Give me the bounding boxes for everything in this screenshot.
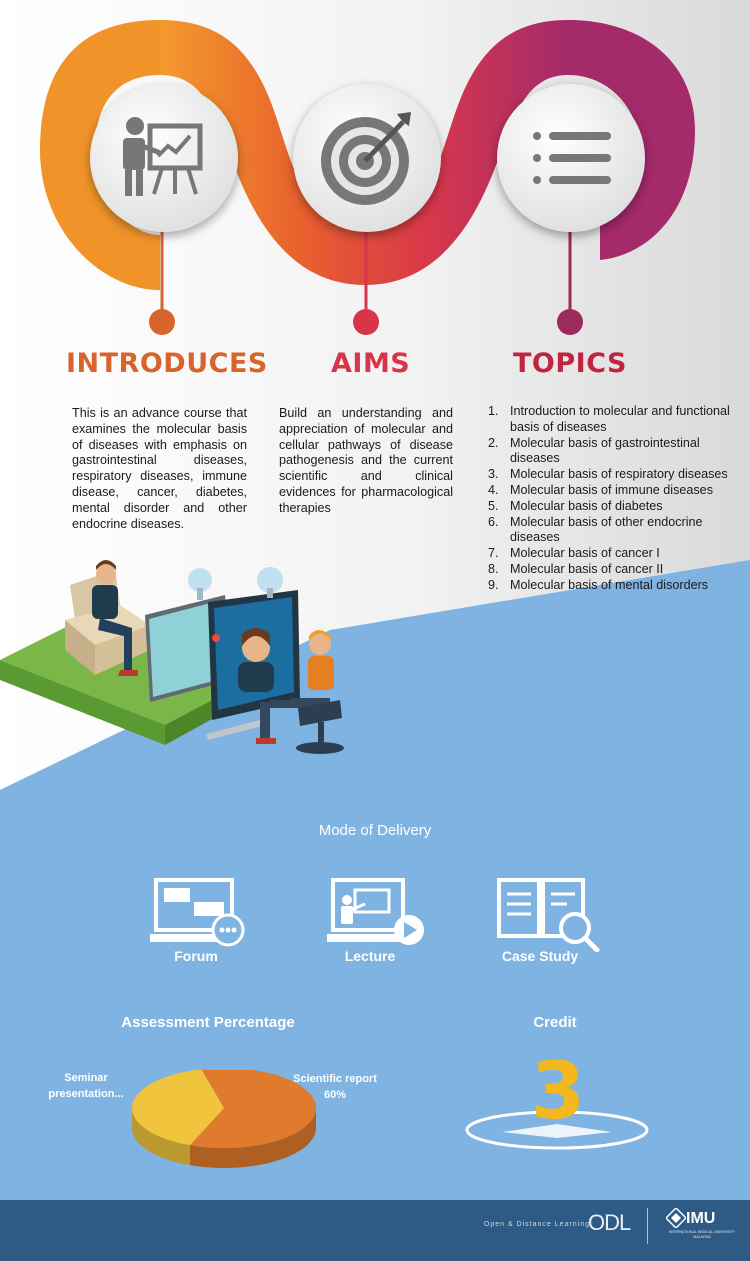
- list-icon: [533, 132, 611, 184]
- forum-icon-wrap: [150, 876, 246, 948]
- scientific-report-label: Scientific report: [293, 1073, 377, 1085]
- pie-chart: [132, 1070, 316, 1168]
- forum-laptop-icon: [150, 878, 245, 947]
- footer: [0, 1200, 750, 1261]
- ribbon-wave: [40, 20, 695, 335]
- introduces-heading: INTRODUCES: [66, 348, 268, 379]
- odl-text: Open & Distance Learning: [483, 1221, 590, 1228]
- imu-emblem-icon: [666, 1208, 686, 1228]
- imu-country: MALAYSIA: [693, 1235, 711, 1239]
- list-item: 4.Molecular basis of immune diseases: [488, 482, 713, 497]
- pie-slice: [190, 1070, 316, 1148]
- delivery-title: Mode of Delivery: [318, 822, 432, 839]
- topics-heading: TOPICS: [513, 348, 627, 379]
- credit-base-ring: [465, 1110, 649, 1150]
- footer-divider: [647, 1208, 648, 1244]
- list-item: 8.Molecular basis of cancer II: [488, 561, 664, 576]
- book-magnifier-icon: [497, 878, 600, 953]
- pie-slice-side: [132, 1108, 191, 1166]
- list-item: 1.Introduction to molecular and function…: [488, 404, 730, 434]
- list-item: 2.Molecular basis of gastrointestinal di…: [488, 435, 700, 466]
- list-item: 3.Molecular basis of respiratory disease…: [488, 467, 728, 482]
- seminar-label: Seminar presentation...: [48, 1072, 124, 1100]
- imu-subtitle: INTERNATIONAL MEDICAL UNIVERSITY: [669, 1230, 735, 1234]
- lecture-icon-wrap: [325, 876, 425, 948]
- target-icon: [321, 112, 411, 205]
- pie-slice-side: [190, 1108, 316, 1168]
- topics-icon-circle: [497, 84, 645, 232]
- topics-list: 1.Introduction to molecular and function…: [488, 404, 750, 594]
- assessment-title: Assessment Percentage: [121, 1014, 295, 1031]
- online-learning-illustration: [0, 560, 344, 754]
- scientific-report-value: 60%: [323, 1089, 347, 1101]
- lecture-label: Lecture: [344, 948, 396, 964]
- lecture-laptop-icon: [327, 878, 424, 945]
- introduces-icon-circle: [90, 84, 238, 232]
- case-study-icon-wrap: [497, 876, 601, 953]
- pie-slice: [132, 1070, 224, 1146]
- aims-text: Build an understanding and appreciation …: [279, 406, 453, 515]
- list-item: 5.Molecular basis of diabetes: [488, 498, 663, 513]
- list-item: 6.Molecular basis of other endocrine dis…: [488, 514, 703, 545]
- list-item: 7.Molecular basis of cancer I: [488, 546, 660, 561]
- presentation-icon: [123, 117, 203, 196]
- aims-icon-circle: [293, 84, 441, 232]
- list-item: 9.Molecular basis of mental disorders: [488, 577, 709, 592]
- credit-value: 3: [530, 1047, 586, 1137]
- credit-title: Credit: [533, 1014, 577, 1031]
- case-study-label: Case Study: [501, 948, 579, 964]
- introduces-text: This is an advance course that examines …: [72, 406, 247, 531]
- forum-label: Forum: [174, 948, 218, 964]
- aims-heading: AIMS: [331, 348, 411, 379]
- odl-logo: ODL: [588, 1210, 631, 1235]
- imu-logo: IMU: [686, 1210, 716, 1227]
